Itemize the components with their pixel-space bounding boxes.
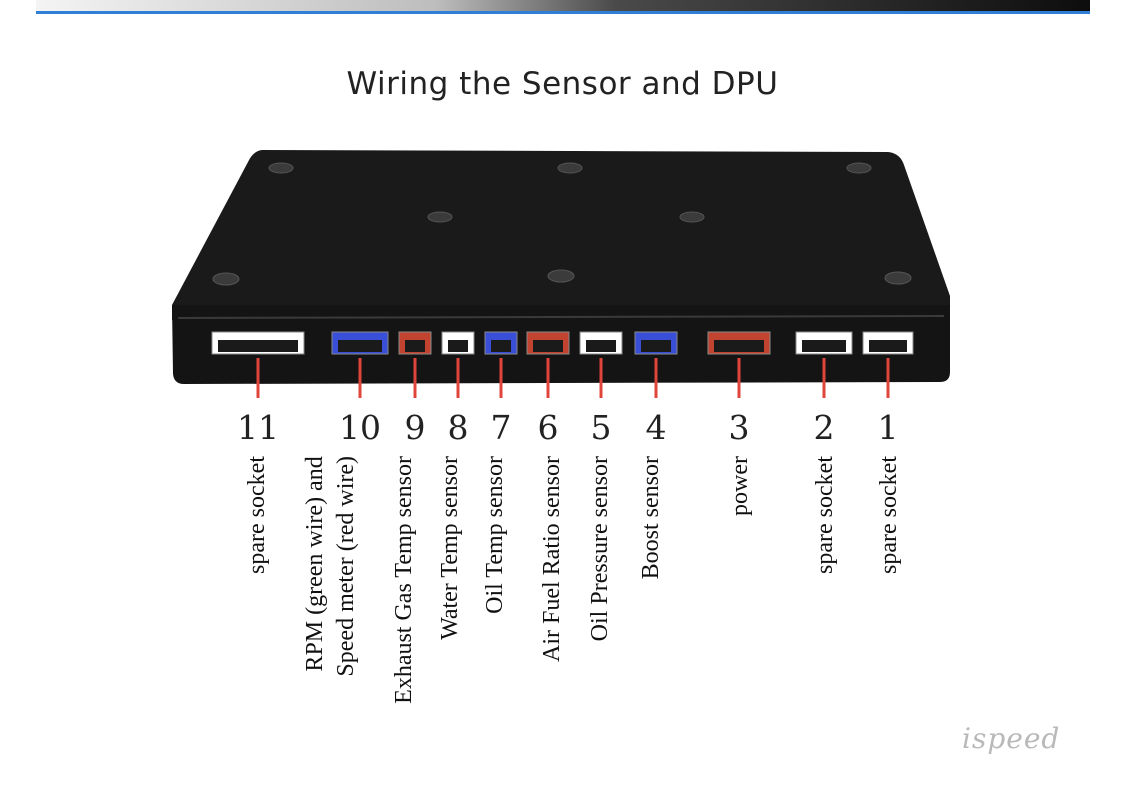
connector-opening bbox=[869, 340, 907, 352]
connector-opening bbox=[218, 340, 298, 352]
port-number-3: 3 bbox=[728, 408, 750, 447]
screw-hole bbox=[679, 211, 705, 223]
screw-hole bbox=[268, 162, 294, 174]
connector-port-3 bbox=[707, 331, 771, 355]
connector-opening bbox=[491, 340, 511, 352]
screw-hole bbox=[884, 271, 912, 285]
port-label-5: Oil Pressure sensor bbox=[587, 456, 613, 642]
port-number-1: 1 bbox=[877, 408, 899, 447]
connector-opening bbox=[586, 340, 616, 352]
connector-opening bbox=[338, 340, 382, 352]
connector-port-2 bbox=[795, 331, 853, 355]
port-label-11: spare socket bbox=[244, 456, 270, 574]
device-top-face bbox=[172, 150, 950, 320]
port-number-10: 10 bbox=[339, 408, 381, 447]
connector-opening bbox=[448, 340, 468, 352]
leader-lines bbox=[256, 358, 890, 398]
port-label-6: Air Fuel Ratio sensor bbox=[539, 456, 565, 662]
port-number-4: 4 bbox=[645, 408, 667, 447]
connector-opening bbox=[641, 340, 671, 352]
port-label-7: Oil Temp sensor bbox=[482, 456, 508, 614]
connector-port-9 bbox=[398, 331, 432, 355]
port-label-2: spare socket bbox=[812, 456, 838, 574]
screw-holes bbox=[212, 162, 912, 286]
connector-port-6 bbox=[526, 331, 570, 355]
port-number-2: 2 bbox=[813, 408, 835, 447]
screw-hole bbox=[212, 272, 240, 286]
port-label-1: spare socket bbox=[876, 456, 902, 574]
port-number-8: 8 bbox=[447, 408, 469, 447]
connector-opening bbox=[405, 340, 425, 352]
device-edge-highlight bbox=[177, 315, 945, 319]
port-label-3: power bbox=[727, 456, 753, 516]
screw-hole bbox=[557, 162, 583, 174]
top-banner bbox=[36, 0, 1090, 11]
connector-port-10 bbox=[331, 331, 389, 355]
brand-watermark: ispeed bbox=[962, 722, 1061, 755]
top-banner-accent-line bbox=[36, 11, 1090, 14]
connector-opening bbox=[533, 340, 563, 352]
port-number-9: 9 bbox=[404, 408, 426, 447]
page-title: Wiring the Sensor and DPU bbox=[346, 66, 779, 102]
port-number-11: 11 bbox=[237, 408, 279, 447]
connector-port-4 bbox=[634, 331, 678, 355]
port-number-7: 7 bbox=[490, 408, 512, 447]
connector-port-7 bbox=[484, 331, 518, 355]
connector-port-1 bbox=[862, 331, 914, 355]
connector-port-11 bbox=[211, 331, 305, 355]
port-number-6: 6 bbox=[537, 408, 559, 447]
port-label-9: Exhaust Gas Temp sensor bbox=[391, 456, 417, 704]
connector-port-5 bbox=[579, 331, 623, 355]
port-number-5: 5 bbox=[590, 408, 612, 447]
connectors bbox=[211, 331, 914, 355]
connector-opening bbox=[802, 340, 846, 352]
screw-hole bbox=[547, 269, 575, 283]
connector-opening bbox=[714, 340, 764, 352]
connector-port-8 bbox=[441, 331, 475, 355]
port-label-8: Water Temp sensor bbox=[437, 456, 463, 640]
screw-hole bbox=[846, 162, 872, 174]
port-label-4: Boost sensor bbox=[638, 456, 664, 580]
screw-hole bbox=[427, 211, 453, 223]
